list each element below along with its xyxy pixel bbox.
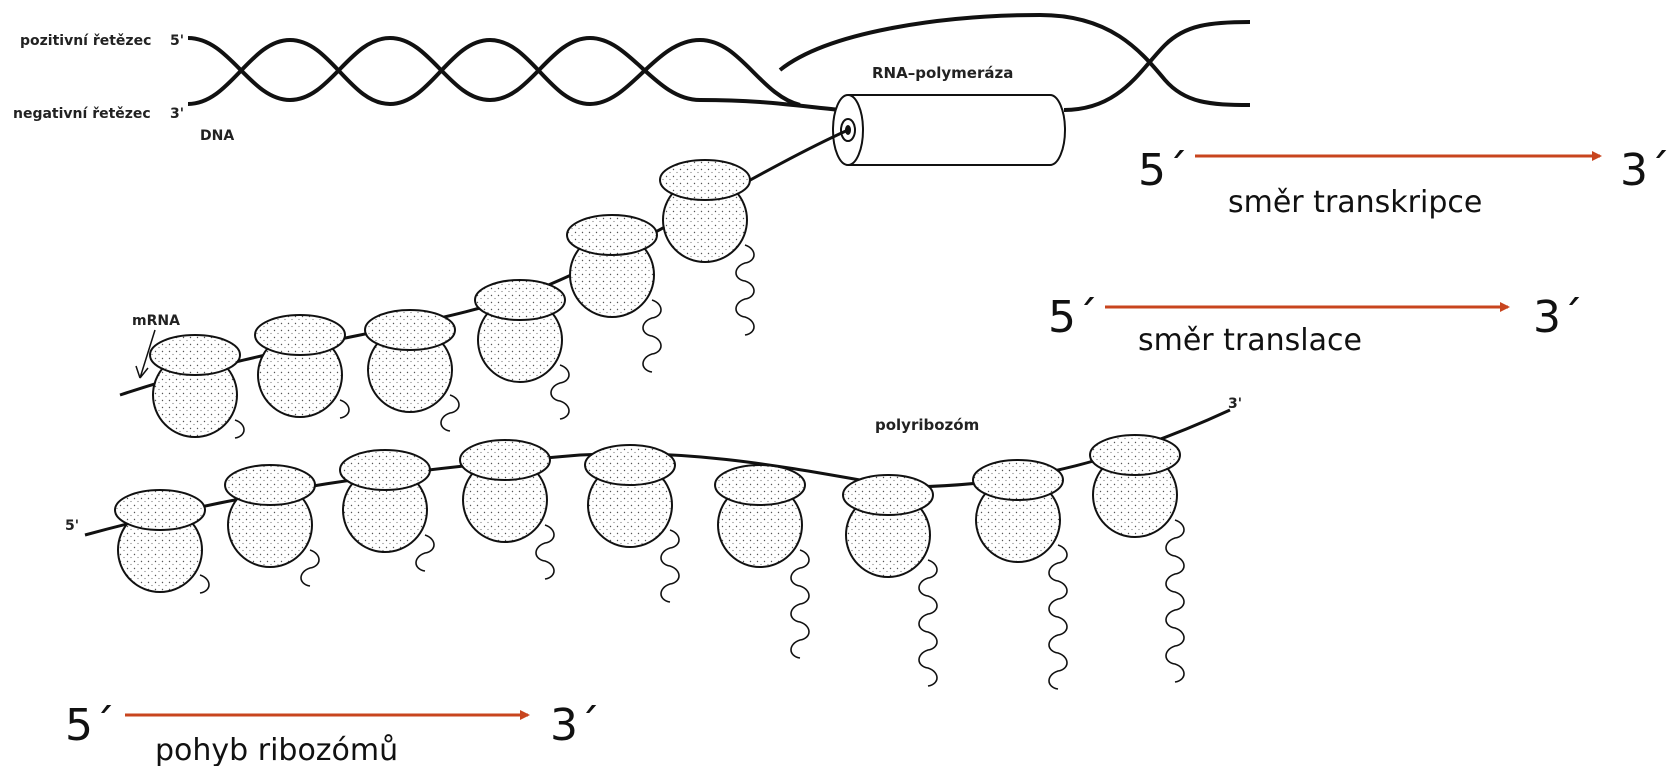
ribosome [660, 160, 754, 335]
ribosome-small-subunit [567, 215, 657, 255]
translation-direction-arrow: 5´ 3´ směr translace [1048, 292, 1583, 358]
polypeptide-chain [416, 535, 434, 571]
ribosome-movement-arrow: 5´ 3´ pohyb ribozómů [65, 700, 600, 766]
transcription-start-label: 5´ [1138, 145, 1188, 196]
polypeptide-chain [1166, 520, 1184, 682]
ribosome-small-subunit [340, 450, 430, 490]
ribosome-small-subunit [715, 465, 805, 505]
negative-strand-three-prime: 3' [170, 106, 184, 122]
ribosome [115, 490, 209, 593]
mrna-label: mRNA [132, 313, 180, 329]
ribosome [475, 280, 569, 419]
ribosome-small-subunit [460, 440, 550, 480]
ribosome [460, 440, 554, 579]
negative-strand-label: negativní řetězec [13, 106, 151, 122]
polyribosome-label: polyribozóm [875, 416, 979, 434]
polypeptide-chain [551, 365, 569, 419]
translation-caption: směr translace [1138, 323, 1362, 358]
polypeptide-chain [791, 550, 809, 658]
polypeptide-chain [1049, 545, 1067, 689]
translation-start-label: 5´ [1048, 292, 1098, 343]
polypeptide-chain [661, 530, 679, 602]
ribosomes [115, 160, 1184, 689]
ribosome-small-subunit [973, 460, 1063, 500]
ribosome [1090, 435, 1184, 682]
polyribosome-three-prime: 3' [1228, 396, 1242, 412]
transcription-caption: směr transkripce [1228, 185, 1482, 220]
polypeptide-chain [441, 395, 459, 431]
ribosome [365, 310, 459, 431]
ribosome-small-subunit [115, 490, 205, 530]
ribosome-small-subunit [225, 465, 315, 505]
dna-positive-strand-upper-loop [780, 15, 1250, 105]
ribosome [973, 460, 1067, 689]
polypeptide-chain [235, 420, 244, 438]
transcription-direction-arrow: 5´ 3´ směr transkripce [1138, 145, 1670, 220]
polypeptide-chain [736, 245, 754, 335]
polypeptide-chain [301, 550, 319, 586]
ribosome [715, 465, 809, 658]
ribosome [585, 445, 679, 602]
dna-negative-strand [188, 40, 800, 105]
ribosome-small-subunit [660, 160, 750, 200]
movement-end-label: 3´ [550, 700, 600, 751]
movement-caption: pohyb ribozómů [155, 733, 398, 766]
polypeptide-chain [200, 575, 209, 593]
ribosome-small-subunit [365, 310, 455, 350]
ribosome-small-subunit [843, 475, 933, 515]
ribosome [567, 215, 661, 372]
dna-double-helix [188, 15, 1250, 110]
polypeptide-chain [643, 300, 661, 372]
ribosome [340, 450, 434, 571]
polypeptide-chain [919, 560, 937, 686]
polymerase-label: RNA–polymeráza [872, 64, 1013, 82]
ribosome-small-subunit [150, 335, 240, 375]
positive-strand-five-prime: 5' [170, 33, 184, 49]
ribosome-small-subunit [1090, 435, 1180, 475]
ribosome-small-subunit [585, 445, 675, 485]
dna-label: DNA [200, 128, 234, 144]
movement-start-label: 5´ [65, 700, 115, 751]
polypeptide-chain [340, 400, 349, 418]
ribosome [225, 465, 319, 586]
dna-negative-strand-after-polymerase [1064, 22, 1250, 110]
ribosome-small-subunit [255, 315, 345, 355]
translation-end-label: 3´ [1533, 292, 1583, 343]
ribosome [150, 335, 244, 438]
polypeptide-chain [536, 525, 554, 579]
ribosome [843, 475, 937, 686]
ribosome-small-subunit [475, 280, 565, 320]
positive-strand-label: pozitivní řetězec [20, 33, 151, 49]
ribosome [255, 315, 349, 418]
polyribosome-five-prime: 5' [65, 518, 79, 534]
rna-polymerase [833, 95, 1065, 165]
transcription-end-label: 3´ [1620, 145, 1670, 196]
